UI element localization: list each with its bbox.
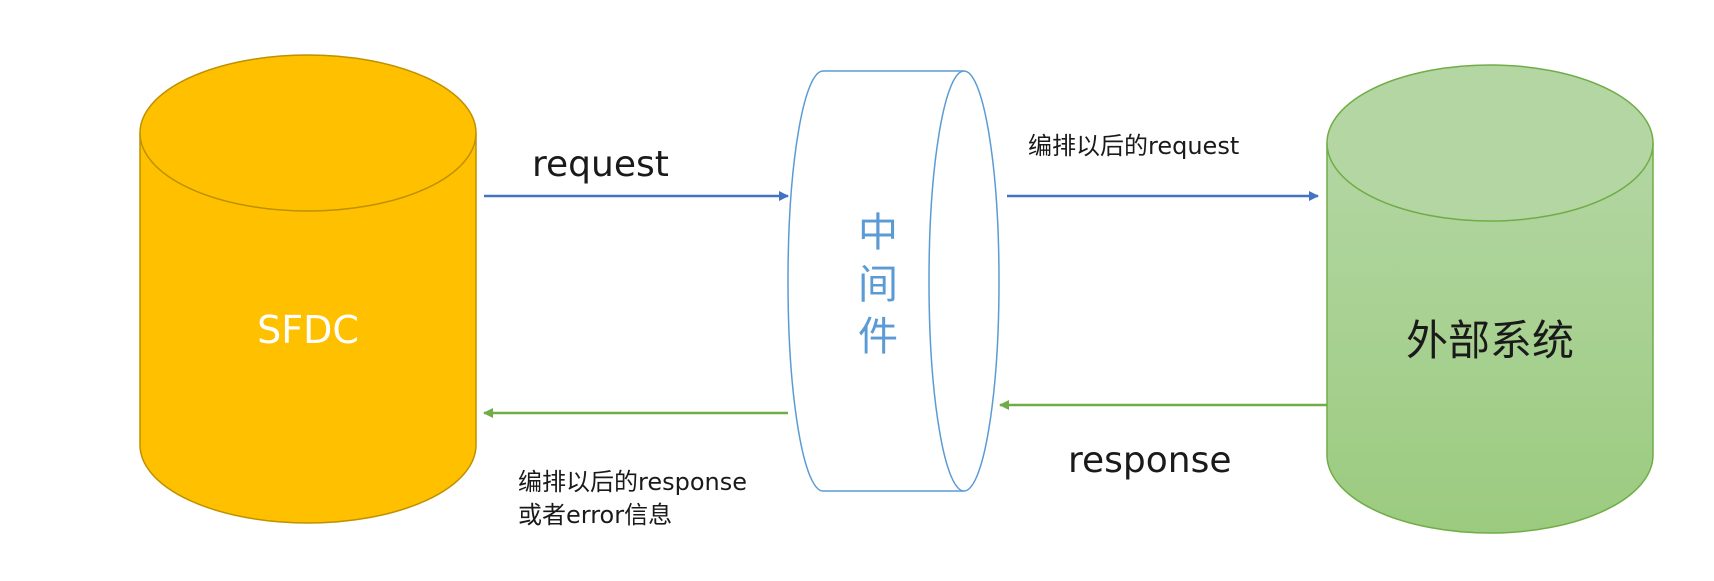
arranged-request-label: 编排以后的request — [1028, 132, 1239, 160]
sfdc-label: SFDC — [257, 308, 359, 352]
response-label: response — [1068, 440, 1232, 481]
external-system-database: 外部系统 — [1326, 64, 1654, 534]
arranged-response-label-line2: 或者error信息 — [518, 501, 672, 529]
middleware-label-1: 中 — [858, 210, 898, 256]
external-system-label: 外部系统 — [1406, 316, 1574, 365]
response-arrow: response — [999, 400, 1327, 481]
external-cylinder-body — [1327, 143, 1653, 533]
arranged-response-label-line1: 编排以后的response — [518, 468, 747, 496]
middleware-label-2: 间 — [858, 262, 898, 308]
middleware-body — [788, 71, 999, 491]
external-cylinder-top — [1327, 65, 1653, 221]
sfdc-cylinder-body — [140, 133, 476, 523]
middleware-label-3: 件 — [858, 314, 898, 360]
middleware-end-face — [928, 70, 965, 492]
arranged-request-arrow: 编排以后的request — [1007, 132, 1319, 201]
sfdc-cylinder-top — [140, 55, 476, 211]
arranged-response-arrow: 编排以后的response 或者error信息 — [483, 408, 788, 529]
request-label: request — [532, 144, 669, 185]
middleware-node: 中 间 件 — [787, 70, 1000, 492]
sfdc-database: SFDC — [139, 54, 477, 524]
request-arrow: request — [484, 144, 789, 201]
